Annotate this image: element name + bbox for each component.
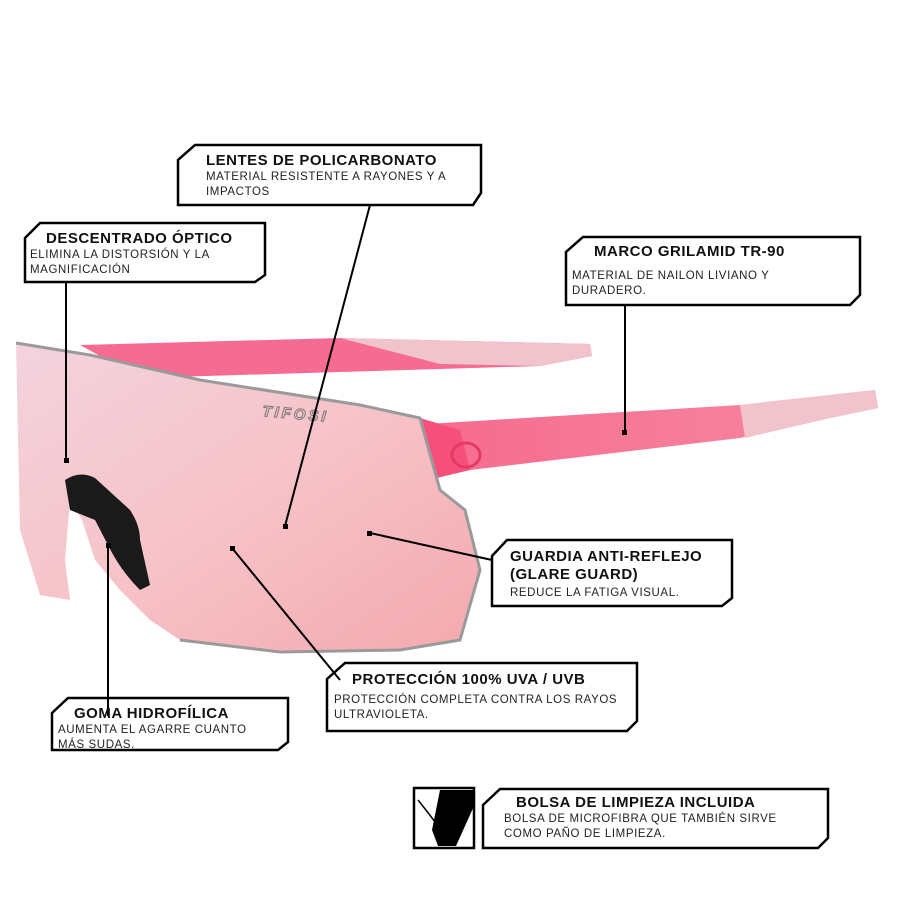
callout-bolsa: BOLSA DE LIMPIEZA INCLUIDA BOLSA DE MICR… (504, 794, 824, 842)
leader-dots (64, 430, 627, 551)
callout-descentrado-title: DESCENTRADO ÓPTICO (46, 230, 233, 247)
callout-lentes-desc: MATERIAL RESISTENTE A RAYONES Y A IMPACT… (206, 171, 446, 198)
callout-bolsa-desc: BOLSA DE MICROFIBRA QUE TAMBIÉN SIRVE CO… (504, 813, 777, 840)
callout-guardia-title-line1: GUARDIA ANTI-REFLEJO (510, 548, 703, 565)
callout-goma: GOMA HIDROFÍLICA AUMENTA EL AGARRE CUANT… (58, 705, 286, 753)
callout-lentes: LENTES DE POLICARBONATO MATERIAL RESISTE… (206, 152, 476, 200)
leader-lines (65, 204, 626, 716)
callout-guardia: GUARDIA ANTI-REFLEJO (GLARE GUARD) REDUC… (510, 548, 730, 601)
callout-descentrado: DESCENTRADO ÓPTICO ELIMINA LA DISTORSIÓN… (30, 230, 262, 278)
callout-guardia-title-line2: (GLARE GUARD) (510, 566, 639, 583)
cleaning-bag-icon (412, 786, 476, 850)
callout-proteccion-title: PROTECCIÓN 100% UVA / UVB (352, 671, 586, 688)
callout-guardia-desc: REDUCE LA FATIGA VISUAL. (510, 587, 680, 599)
callout-goma-desc: AUMENTA EL AGARRE CUANTO MÁS SUDAS. (58, 724, 247, 751)
callout-marco-desc: MATERIAL DE NAILON LIVIANO Y DURADERO. (572, 270, 770, 297)
callout-bolsa-title: BOLSA DE LIMPIEZA INCLUIDA (516, 794, 756, 811)
back-temple (80, 338, 592, 378)
callout-descentrado-desc: ELIMINA LA DISTORSIÓN Y LA MAGNIFICACIÓN (30, 249, 210, 276)
nose-pad (65, 474, 150, 590)
callout-proteccion-desc: PROTECCIÓN COMPLETA CONTRA LOS RAYOS ULT… (334, 694, 618, 721)
temple-arm (360, 390, 878, 482)
callout-lentes-title: LENTES DE POLICARBONATO (206, 152, 437, 169)
callout-marco: MARCO GRILAMID TR-90 MATERIAL DE NAILON … (572, 243, 852, 299)
callout-goma-title: GOMA HIDROFÍLICA (74, 705, 229, 722)
callout-proteccion: PROTECCIÓN 100% UVA / UVB PROTECCIÓN COM… (334, 671, 634, 723)
callout-frames (23, 143, 862, 850)
callout-marco-title: MARCO GRILAMID TR-90 (594, 243, 785, 260)
